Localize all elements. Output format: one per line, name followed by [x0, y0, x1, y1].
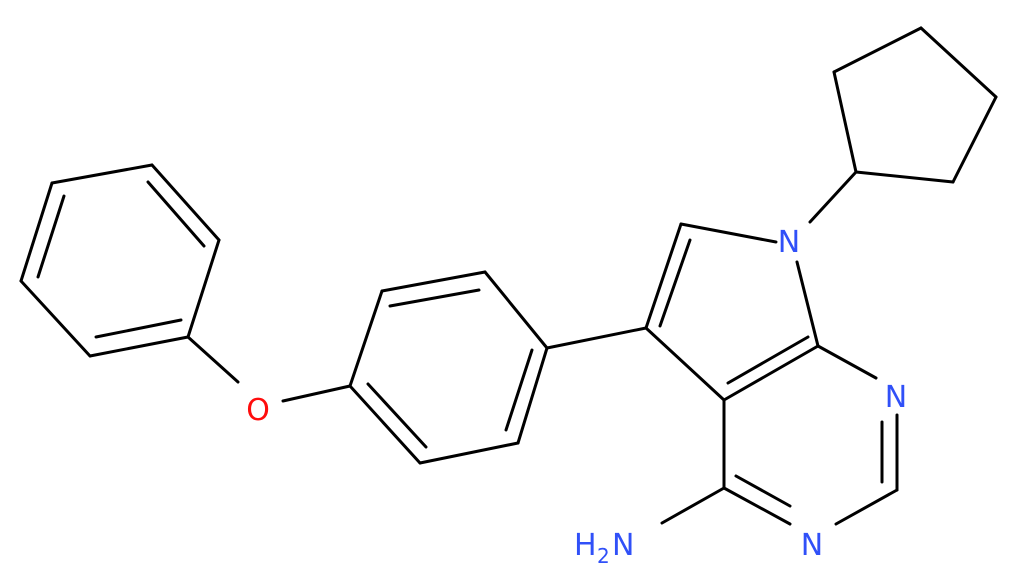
bond: [679, 222, 778, 244]
bond-double: [726, 335, 810, 385]
bond-double: [146, 180, 206, 248]
bond: [150, 163, 221, 242]
pyrrole-ring: [644, 222, 820, 402]
bond: [483, 270, 549, 350]
bond-n7-cyclopentyl: [808, 170, 858, 224]
phenylene-ring: [348, 270, 549, 465]
bond-double: [734, 474, 792, 508]
bond-double: [658, 238, 692, 328]
atom-n1-label: N: [885, 380, 907, 415]
bond-double: [94, 318, 183, 339]
bond: [795, 260, 820, 348]
bond-ether: [186, 335, 240, 384]
atom-n3-label: N: [801, 528, 823, 563]
bond-double: [504, 348, 534, 432]
bond-amine: [660, 486, 726, 525]
cyclopentyl-ring: [832, 26, 998, 184]
amine-label: H 2 N: [574, 528, 634, 568]
bond: [19, 279, 92, 358]
bond: [19, 181, 54, 283]
bond: [832, 70, 858, 174]
bond-double: [366, 382, 428, 449]
bond: [722, 486, 792, 526]
bond: [516, 346, 549, 445]
bond: [854, 170, 955, 184]
pyrimidine-ring: [722, 344, 899, 526]
bond: [644, 326, 726, 402]
bond: [816, 344, 878, 380]
bond: [951, 95, 998, 184]
bond-biaryl: [545, 326, 648, 350]
bond-double: [388, 288, 481, 308]
phenyl-ring: [19, 163, 221, 358]
bond: [832, 26, 923, 74]
bond: [418, 441, 520, 465]
bond: [186, 238, 221, 339]
amine-subscript: 2: [597, 544, 610, 568]
bond: [919, 26, 998, 99]
bond: [722, 344, 820, 402]
bond-double: [36, 194, 66, 279]
ether-oxygen-label: O: [246, 393, 270, 428]
atom-n7-label: N: [778, 225, 800, 260]
bond: [380, 270, 487, 293]
bond: [348, 289, 384, 388]
bond: [88, 335, 190, 358]
bond: [348, 384, 422, 465]
bond: [644, 222, 683, 330]
bond: [834, 488, 899, 526]
bond-ether: [281, 384, 352, 403]
amine-h-label: H: [574, 528, 597, 563]
amine-n-label: N: [612, 528, 634, 563]
bond: [50, 163, 154, 185]
